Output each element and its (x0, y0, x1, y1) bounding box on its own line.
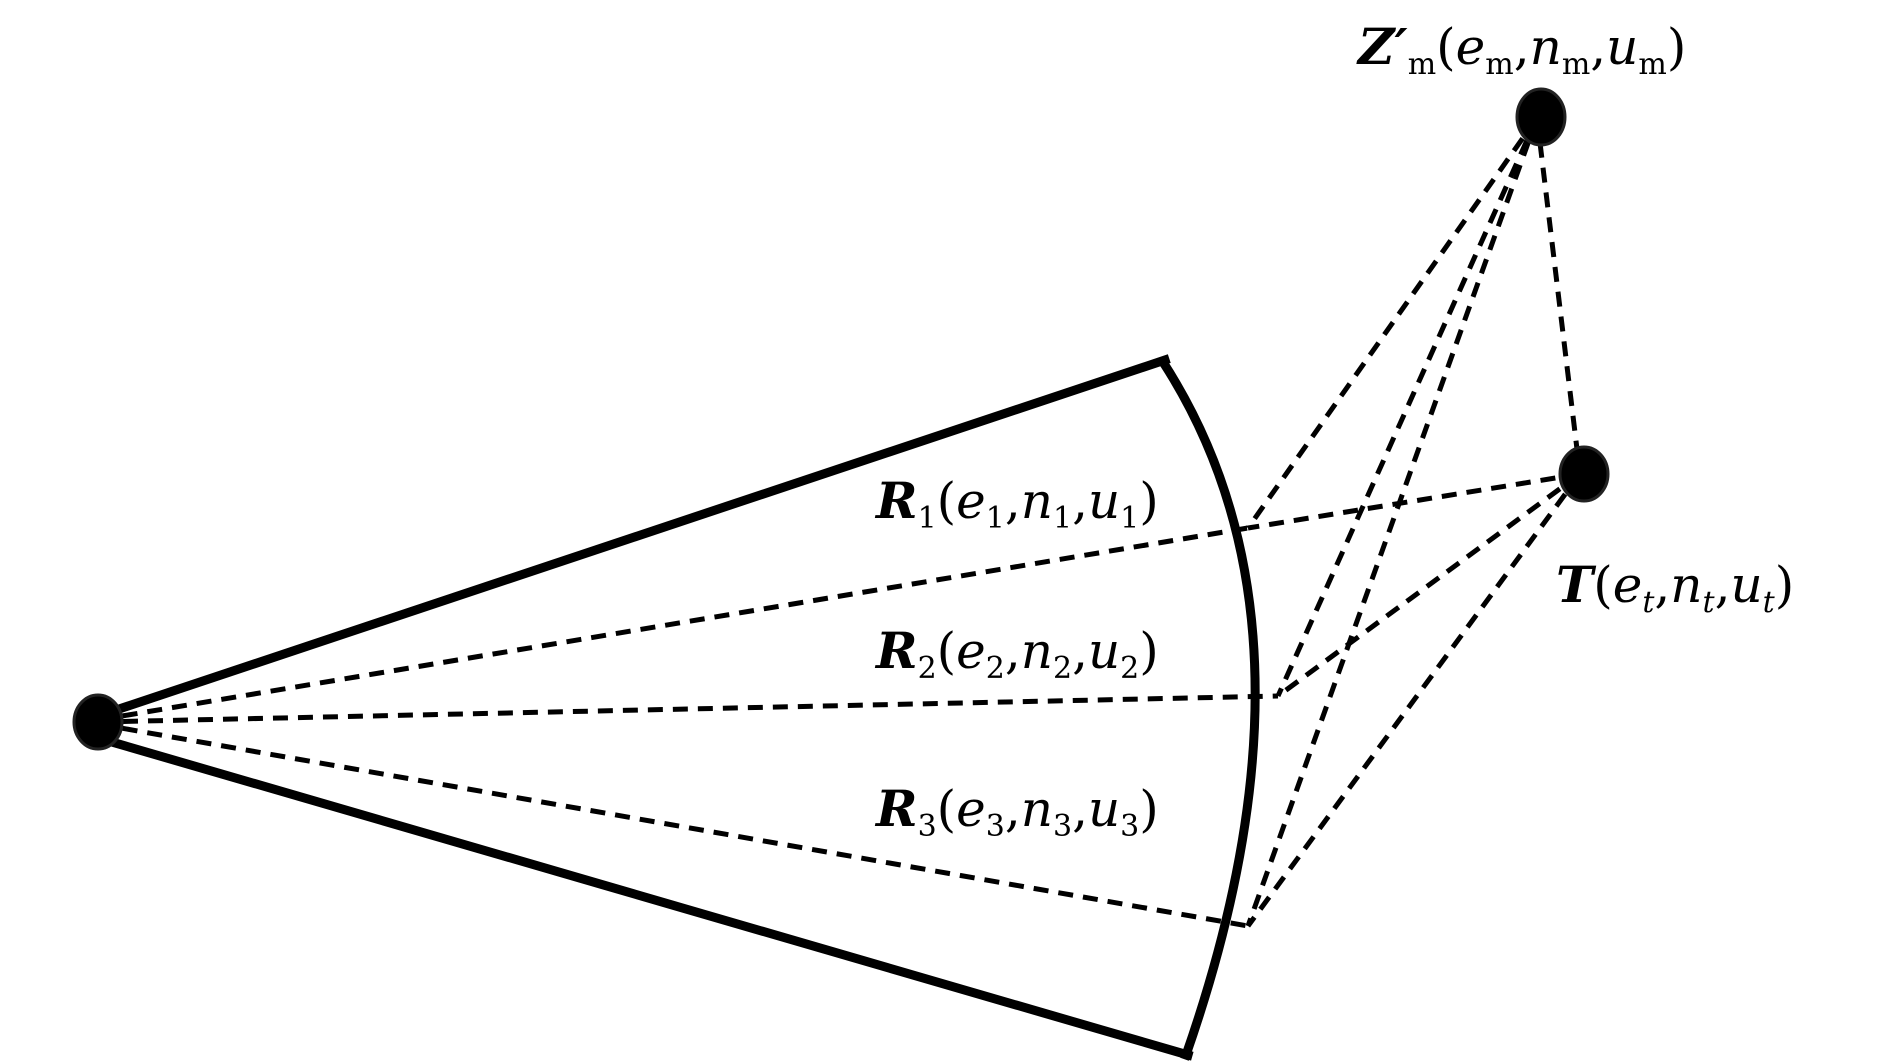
ray-to-r3 (97, 721, 1249, 929)
zm-rays (1245, 116, 1583, 927)
r1-label: R1(e1,n1,u1) (874, 471, 1159, 536)
zm-node (1515, 87, 1567, 147)
sector (92, 354, 1260, 1061)
zm-to-t (1534, 117, 1583, 475)
r2-label: R2(e2,n2,u2) (874, 621, 1159, 686)
zm-to-r1 (1245, 116, 1540, 530)
t-rays (1245, 471, 1583, 928)
origin-rays (97, 525, 1279, 929)
sector-lower-edge (92, 732, 1194, 1061)
ray-to-r2 (97, 693, 1279, 725)
ray-to-r1 (97, 525, 1249, 723)
sector-arc (1156, 355, 1260, 1061)
r3-label: R3(e3,n3,u3) (874, 779, 1159, 844)
sector-upper-edge (92, 354, 1171, 722)
t-node (1558, 445, 1610, 503)
t-to-r1 (1247, 471, 1581, 531)
t-label: T(et,nt,ut) (1556, 555, 1794, 620)
zm-to-r3 (1245, 117, 1540, 927)
zm-to-r2 (1275, 116, 1540, 698)
origin-node (72, 693, 124, 751)
t-to-r3 (1245, 472, 1583, 928)
t-to-r2 (1276, 471, 1582, 699)
zm-label: Z′m(em,nm,um) (1356, 17, 1686, 82)
